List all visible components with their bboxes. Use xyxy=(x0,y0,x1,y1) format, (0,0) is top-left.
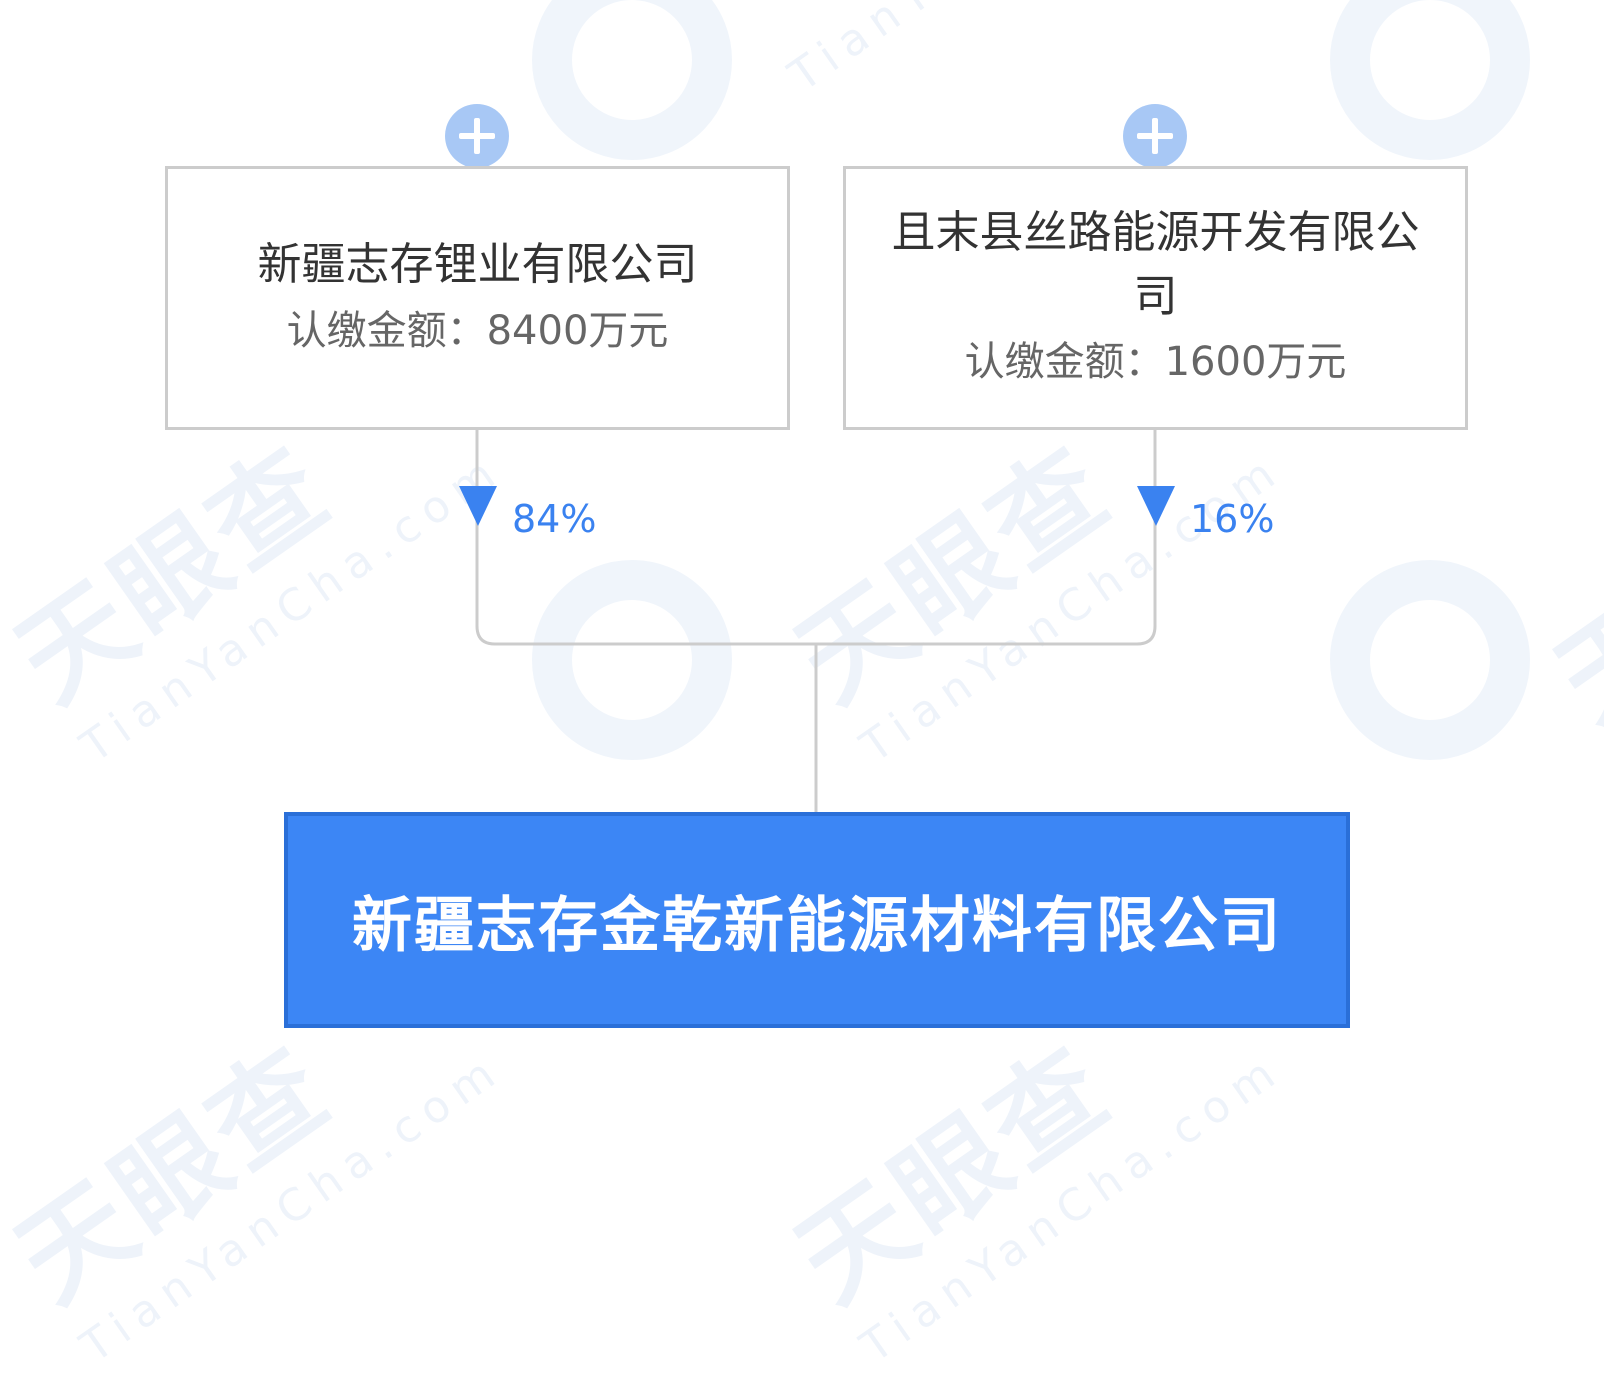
shareholder-amount: 认缴金额：8400万元 xyxy=(286,308,669,354)
expand-plus-icon[interactable] xyxy=(1123,104,1187,168)
expand-plus-icon[interactable] xyxy=(445,104,509,168)
connector-lines xyxy=(475,430,1157,812)
shareholder-name: 新疆志存锂业有限公司 xyxy=(257,239,698,290)
down-arrow-icon xyxy=(459,486,497,526)
target-company-name: 新疆志存金乾新能源材料有限公司 xyxy=(352,890,1282,961)
shareholder-card[interactable]: 新疆志存锂业有限公司 认缴金额：8400万元 xyxy=(165,166,790,430)
shareholder-amount: 认缴金额：1600万元 xyxy=(964,339,1347,385)
target-company-card[interactable]: 新疆志存金乾新能源材料有限公司 xyxy=(284,812,1350,1028)
shareholder-card[interactable]: 且末县丝路能源开发有限公司 认缴金额：1600万元 xyxy=(843,166,1468,430)
down-arrow-icon xyxy=(1137,486,1175,526)
shareholder-name: 且末县丝路能源开发有限公司 xyxy=(891,207,1420,322)
share-percent: 84% xyxy=(512,497,597,541)
share-percent: 16% xyxy=(1190,497,1275,541)
